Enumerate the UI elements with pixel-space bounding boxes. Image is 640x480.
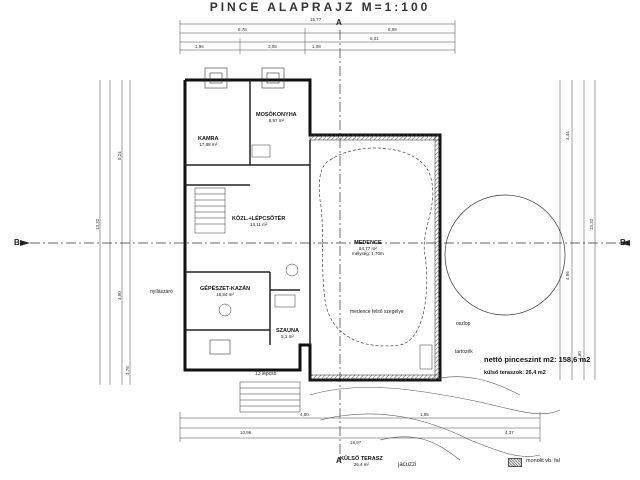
dim-bottom-0: 18,97 <box>350 440 362 445</box>
drawing-title: PINCE ALAPRAJZ M=1:100 <box>209 0 431 14</box>
net-area-summary: nettó pinceszint m2: 158,6 m2 <box>484 355 591 364</box>
section-marker-a-top: A <box>336 18 342 27</box>
room-kamra-name: KAMRA <box>198 136 219 142</box>
room-mosokonyha: MOSÓKONYHA 8,97 m² <box>256 112 297 123</box>
room-terasz-name: KÜLSŐ TERASZ <box>340 456 383 462</box>
note-pillar: oszlop <box>456 321 471 327</box>
room-kamra-area: 17,88 m² <box>199 142 218 147</box>
section-arrow-b-left <box>20 240 30 246</box>
monolithic-walls <box>309 134 441 381</box>
dim-left-0: 13,32 <box>95 218 100 230</box>
dim-bottom-1: 10,96 <box>240 430 252 435</box>
legend-label: monolit vb. fal <box>526 458 560 464</box>
dim-right-2: 4,96 <box>565 271 570 280</box>
note-jacuzzi: jacuzzi <box>398 462 417 468</box>
room-medence-name: MEDENCE <box>354 240 382 246</box>
room-szauna-name: SZAUNA <box>276 328 299 334</box>
terrain-contours <box>309 376 561 461</box>
dim-top-0: 15,77 <box>310 17 322 22</box>
dim-left-1: 5,24 <box>117 151 122 160</box>
dim-top-2: 8,99 <box>388 27 397 32</box>
room-szauna: SZAUNA 5,1 m² <box>276 328 299 339</box>
room-gepeszet-area: 16,84 m² <box>216 292 234 297</box>
legend-hatch-swatch <box>508 458 522 467</box>
exterior-walls <box>183 78 442 382</box>
room-kamra: KAMRA 17,88 m² <box>198 136 218 147</box>
dim-bottom-4: 4,37 <box>505 430 514 435</box>
room-medence-depth: mélység: 1,70m <box>352 251 384 256</box>
room-kozlekedo-name: KÖZL.+LÉPCSŐTÉR <box>232 216 286 222</box>
room-gepeszet: GÉPÉSZET-KAZÁN 16,84 m² <box>200 286 250 297</box>
terrace-area-summary: külső teraszok: 26,4 m2 <box>484 370 546 376</box>
section-arrow-b-right <box>620 240 630 246</box>
dim-right-1: 4,44 <box>565 131 570 140</box>
room-medence: MEDENCE 84,77 m² mélység: 1,70m <box>352 240 384 256</box>
room-medence-area: 84,77 m² <box>359 246 377 251</box>
dim-top-4: 3,08 <box>268 44 277 49</box>
room-mosokonyha-area: 8,97 m² <box>268 118 284 123</box>
dim-bottom-2: 4,80 <box>300 412 309 417</box>
roof-vents <box>204 67 285 355</box>
room-kozlekedo: KÖZL.+LÉPCSŐTÉR 14,11 m² <box>232 216 285 227</box>
dim-top-3: 1,96 <box>195 44 204 49</box>
terrace-circle <box>444 194 566 316</box>
bottom-dimension-lines <box>179 412 541 442</box>
room-gepeszet-name: GÉPÉSZET-KAZÁN <box>200 286 251 292</box>
dim-left-2: 4,90 <box>117 291 122 300</box>
dim-bottom-3: 1,85 <box>420 412 429 417</box>
staircase <box>194 187 226 234</box>
left-dimension-lines <box>99 80 131 385</box>
room-terasz-area: 26,4 m² <box>353 462 370 467</box>
section-marker-b-left: B <box>14 238 20 247</box>
room-kozlekedo-area: 14,11 m² <box>249 222 268 227</box>
top-dimension-lines <box>179 20 456 54</box>
fixtures <box>218 144 433 370</box>
dim-left-3: 3,78 <box>125 366 130 375</box>
dim-right-0: 13,32 <box>589 218 594 230</box>
section-marker-b-right: B <box>620 238 626 247</box>
room-mosokonyha-name: MOSÓKONYHA <box>256 112 297 118</box>
dim-top-5: 1,08 <box>312 44 321 49</box>
dim-top-1: 6,78 <box>238 27 247 32</box>
note-pool-edge: medence felső szegélye <box>350 309 404 315</box>
right-dimension-lines <box>559 80 596 380</box>
dim-top-6: 6,01 <box>370 36 379 41</box>
room-szauna-area: 5,1 m² <box>281 334 294 339</box>
exterior-stairs <box>239 381 301 413</box>
note-accessory: tartozék <box>455 349 473 355</box>
section-marker-a-bottom: A <box>336 456 342 465</box>
note-opening: nyílászáró <box>150 289 173 295</box>
interior-walls <box>185 80 311 345</box>
room-terasz: KÜLSŐ TERASZ 26,4 m² <box>340 456 383 467</box>
note-stairs: 13 lépcső <box>255 371 277 377</box>
